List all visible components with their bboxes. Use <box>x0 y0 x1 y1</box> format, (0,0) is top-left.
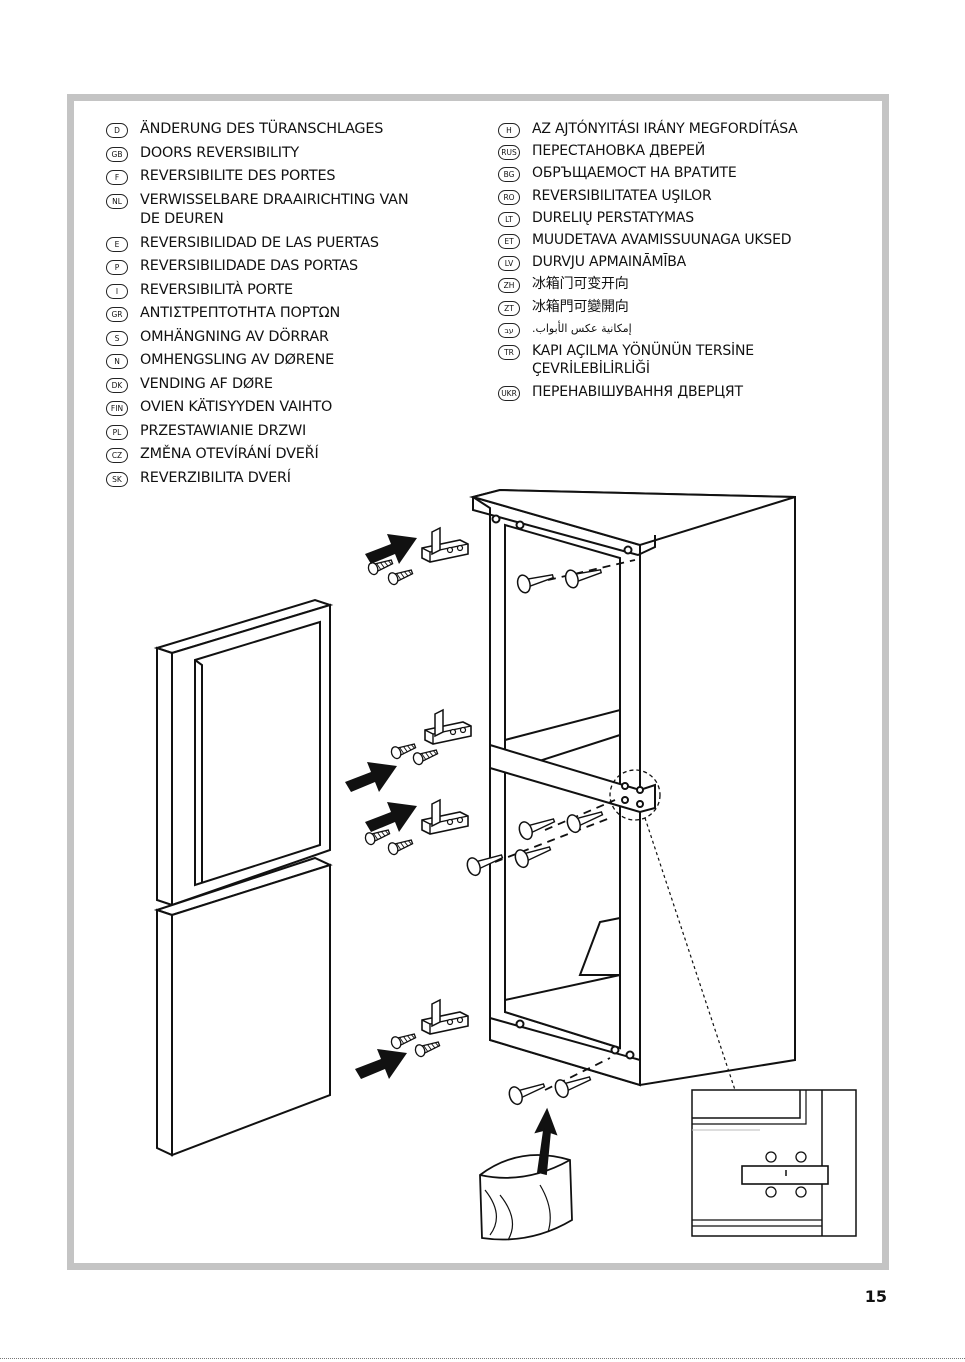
list-item: ET MUUDETAVA AVAMISSUUNAGA UKSED <box>498 231 878 250</box>
language-code-badge: H <box>498 123 520 138</box>
language-code-badge: UKR <box>498 385 520 401</box>
language-code-badge: TR <box>498 344 520 360</box>
list-item: LT DURELIŲ PERSTATYMAS <box>498 209 878 228</box>
list-item: RUS ПЕРЕСТАНОВКА ДВЕРЕЙ <box>498 142 878 161</box>
list-item: S OMHÄNGNING AV DÖRRAR <box>106 328 456 348</box>
language-code-badge: N <box>106 354 128 369</box>
heading-text: VENDING AF DØRE <box>140 375 273 392</box>
list-item: PL PRZESTAWIANIE DRZWI <box>106 422 456 442</box>
language-code-badge: S <box>106 330 128 346</box>
language-code-badge: CZ <box>106 448 128 463</box>
list-item: D ÄNDERUNG DES TÜRANSCHLAGES <box>106 120 456 140</box>
heading-text: ПЕРЕСТАНОВКА ДВЕРЕЙ <box>532 143 706 160</box>
language-list-right: H AZ AJTÓNYITÁSI IRÁNY MEGFORDÍTÁSA RUS ПЕ… <box>498 120 878 405</box>
language-code-badge: RO <box>498 189 520 205</box>
heading-text: REVERSIBILITE DES PORTES <box>140 168 336 184</box>
list-item: ZT 冰箱門可變開向 <box>498 298 878 317</box>
detail-inset <box>691 1089 857 1237</box>
page-number: 15 <box>864 1287 887 1306</box>
list-item: ZH 冰箱门可变开向 <box>498 275 878 294</box>
language-code-badge: ZH <box>498 278 520 294</box>
heading-text: 冰箱門可變開向 <box>532 298 629 315</box>
list-item: N OMHENGSLING AV DØRENE <box>106 351 456 371</box>
language-code-badge: PL <box>106 424 128 440</box>
heading-text: ΑΝΤΙΣΤΡΕΠΤΟΤΗΤΑ ΠΟΡΤΩΝ <box>140 305 341 321</box>
heading-text: ОБРЪЩАЕМОСТ НА ВРАТИТЕ <box>532 165 737 182</box>
list-item: SK REVERZIBILITA DVERÍ <box>106 469 456 489</box>
language-code-badge: D <box>106 123 128 138</box>
heading-text: AZ AJTÓNYITÁSI IRÁNY MEGFORDÍTÁSA <box>532 121 798 137</box>
language-code-badge: DK <box>106 377 128 393</box>
direction-arrows <box>345 534 417 1079</box>
language-code-badge: I <box>106 283 128 299</box>
heading-text: ПЕРЕНАВІШУВАННЯ ДВЕРЦЯТ <box>532 383 743 400</box>
list-item: CZ ZMĚNA OTEVÍRÁNÍ DVEŘÍ <box>106 445 456 465</box>
heading-text: DURVJU APMAINĀMĪBA <box>532 254 687 271</box>
heading-text: VERWISSELBARE DRAAIRICHTING VAN DE DEURE… <box>140 191 409 228</box>
language-code-badge: עב <box>498 322 520 338</box>
language-code-badge: LT <box>498 211 520 227</box>
language-code-badge: ET <box>498 233 520 249</box>
list-item: H AZ AJTÓNYITÁSI IRÁNY MEGFORDÍTÁSA <box>498 120 878 139</box>
language-code-badge: P <box>106 260 128 275</box>
heading-text: REVERZIBILITA DVERÍ <box>140 469 291 486</box>
list-item: NL VERWISSELBARE DRAAIRICHTING VAN DE DEU… <box>106 191 456 230</box>
language-list-left: D ÄNDERUNG DES TÜRANSCHLAGES GB DOORS REVE… <box>106 120 456 492</box>
heading-text: OMHÄNGNING AV DÖRRAR <box>140 328 329 345</box>
language-code-badge: FIN <box>106 401 128 416</box>
list-item: I REVERSIBILITÀ PORTE <box>106 281 456 301</box>
heading-text: DOORS REVERSIBILITY <box>140 144 300 161</box>
language-code-badge: SK <box>106 471 128 487</box>
heading-text: REVERSIBILIDAD DE LAS PUERTAS <box>140 234 379 251</box>
cabinet-drawing <box>469 488 796 1087</box>
heading-text: OMHENGSLING AV DØRENE <box>140 352 334 368</box>
language-code-badge: NL <box>106 193 128 209</box>
parts-bag-drawing <box>479 1107 573 1241</box>
language-code-badge: RUS <box>498 145 520 161</box>
list-item: P REVERSIBILIDADE DAS PORTAS <box>106 257 456 277</box>
heading-text: DURELIŲ PERSTATYMAS <box>532 209 694 226</box>
bottom-rule <box>0 1358 965 1359</box>
heading-text: إمكانية عكس الأبواب. <box>532 321 632 335</box>
heading-text: REVERSIBILIDADE DAS PORTAS <box>140 258 358 274</box>
heading-text: ÄNDERUNG DES TÜRANSCHLAGES <box>140 121 384 137</box>
list-item: GB DOORS REVERSIBILITY <box>106 144 456 164</box>
language-code-badge: ZT <box>498 300 520 316</box>
list-item: E REVERSIBILIDAD DE LAS PUERTAS <box>106 234 456 254</box>
heading-text: MUUDETAVA AVAMISSUUNAGA UKSED <box>532 231 792 248</box>
list-item: DK VENDING AF DØRE <box>106 375 456 395</box>
heading-text: ZMĚNA OTEVÍRÁNÍ DVEŘÍ <box>140 446 319 462</box>
heading-text: KAPI AÇILMA YÖNÜNÜN TERSİNE ÇEVRİLEBİLİR… <box>532 342 754 378</box>
heading-text: OVIEN KÄTISYYDEN VAIHTO <box>140 399 333 415</box>
list-item: LV DURVJU APMAINĀMĪBA <box>498 253 878 272</box>
heading-text: REVERSIBILITATEA UŞILOR <box>532 187 712 204</box>
list-item: GR ΑΝΤΙΣΤΡΕΠΤΟΤΗΤΑ ΠΟΡΤΩΝ <box>106 304 456 324</box>
list-item: RO REVERSIBILITATEA UŞILOR <box>498 187 878 206</box>
list-item: TR KAPI AÇILMA YÖNÜNÜN TERSİNE ÇEVRİLEBİL… <box>498 342 878 379</box>
heading-text: 冰箱门可变开向 <box>532 276 629 293</box>
heading-text: PRZESTAWIANIE DRZWI <box>140 422 307 439</box>
list-item: FIN OVIEN KÄTISYYDEN VAIHTO <box>106 398 456 418</box>
lower-door-drawing <box>153 856 333 1157</box>
list-item: BG ОБРЪЩАЕМОСТ НА ВРАТИТЕ <box>498 164 878 183</box>
language-code-badge: LV <box>498 256 520 272</box>
language-code-badge: E <box>106 236 128 252</box>
language-code-badge: BG <box>498 167 520 183</box>
language-code-badge: F <box>106 170 128 185</box>
heading-text: REVERSIBILITÀ PORTE <box>140 281 293 298</box>
detail-callout-circle <box>609 769 661 821</box>
list-item: UKR ПЕРЕНАВІШУВАННЯ ДВЕРЦЯТ <box>498 383 878 402</box>
list-item: עב إمكانية عكس الأبواب. <box>498 320 878 339</box>
language-code-badge: GB <box>106 146 128 162</box>
language-code-badge: GR <box>106 307 128 322</box>
upper-door-drawing <box>153 598 334 907</box>
list-item: F REVERSIBILITE DES PORTES <box>106 167 456 187</box>
